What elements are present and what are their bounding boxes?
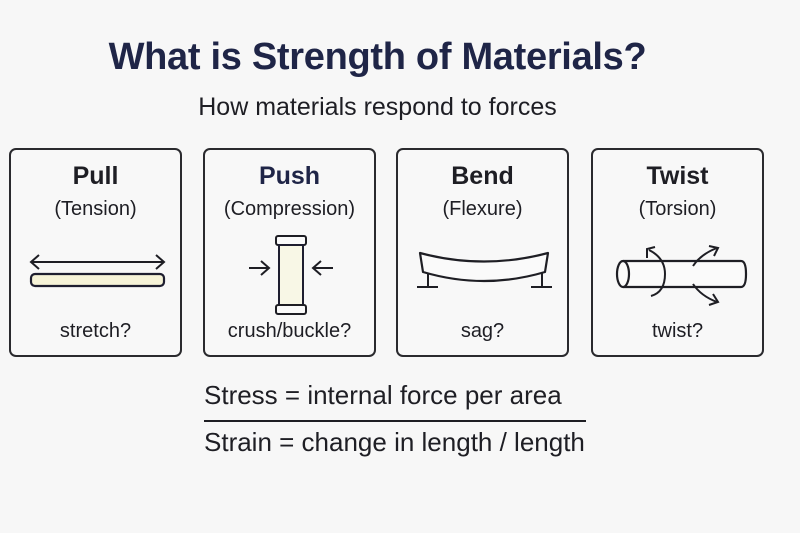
page-title: What is Strength of Materials? xyxy=(108,36,647,78)
card-subtitle: (Torsion) xyxy=(638,198,717,220)
card-flexure: Bend (Flexure) sag? xyxy=(396,148,569,357)
card-title: Pull xyxy=(72,162,119,190)
stress-definition: Stress = internal force per area xyxy=(204,380,562,410)
card-tension: Pull (Tension) stretch? xyxy=(9,148,182,357)
card-subtitle: (Tension) xyxy=(54,198,137,220)
strain-definition: Strain = change in length / length xyxy=(204,427,585,457)
bending-beam-icon xyxy=(417,251,552,288)
card-question: sag? xyxy=(460,320,505,342)
page-subtitle: How materials respond to forces xyxy=(198,93,557,121)
card-question: stretch? xyxy=(59,320,132,342)
card-subtitle: (Compression) xyxy=(223,198,356,220)
torsion-shaft-icon xyxy=(615,245,748,306)
card-question: crush/buckle? xyxy=(227,320,352,342)
card-title: Bend xyxy=(451,162,514,190)
card-question: twist? xyxy=(651,320,704,342)
tension-rod-icon xyxy=(29,254,166,288)
card-title: Push xyxy=(258,162,321,190)
compression-column-icon xyxy=(249,235,333,315)
divider-line xyxy=(204,420,586,422)
card-title: Twist xyxy=(646,162,709,190)
card-torsion: Twist (Torsion) twist? xyxy=(591,148,764,357)
card-subtitle: (Flexure) xyxy=(442,198,523,220)
card-compression: Push (Compression) crush/buckle? xyxy=(203,148,376,357)
